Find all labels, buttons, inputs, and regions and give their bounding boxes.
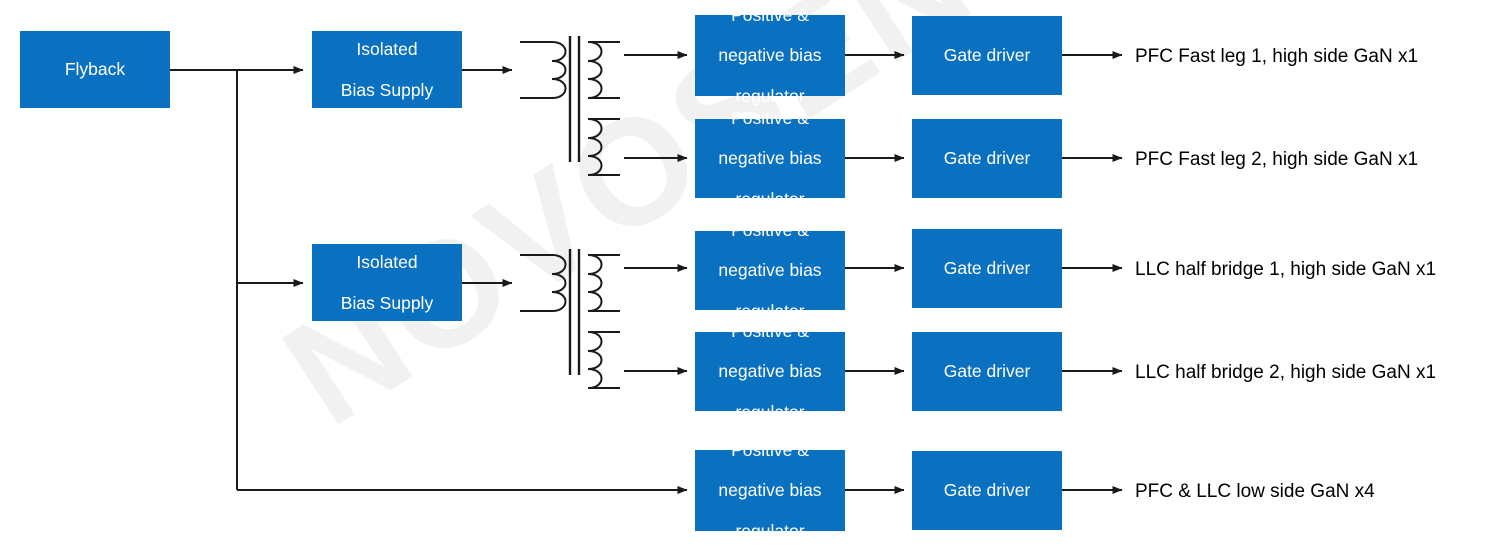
block-regulator-5[interactable]: Positive & negative bias regulator	[695, 440, 845, 541]
regulator-5-line2: negative bias	[718, 480, 822, 501]
block-gate-driver-2[interactable]: Gate driver	[912, 119, 1062, 198]
ibs1-line1: Isolated	[356, 39, 418, 60]
regulator-4-line3: regulator	[735, 401, 805, 422]
output-label-4: LLC half bridge 2, high side GaN x1	[1135, 362, 1437, 383]
block-regulator-3[interactable]: Positive & negative bias regulator	[695, 220, 845, 321]
block-regulator-2[interactable]: Positive & negative bias regulator	[695, 108, 845, 209]
block-gate-driver-4[interactable]: Gate driver	[912, 332, 1062, 411]
output-label-3: LLC half bridge 1, high side GaN x1	[1135, 259, 1437, 280]
regulator-3-line2: negative bias	[718, 260, 822, 281]
block-regulator-1-text: Positive & negative bias regulator	[695, 5, 845, 106]
block-isolated-bias-supply-2-text: Isolated Bias Supply	[312, 252, 462, 313]
block-gate-driver-5[interactable]: Gate driver	[912, 451, 1062, 530]
regulator-2-line2: negative bias	[718, 148, 822, 169]
output-label-1: PFC Fast leg 1, high side GaN x1	[1135, 46, 1419, 67]
block-regulator-3-text: Positive & negative bias regulator	[695, 220, 845, 321]
block-regulator-4-text: Positive & negative bias regulator	[695, 321, 845, 422]
gate-driver-5-label: Gate driver	[943, 480, 1031, 501]
regulator-1-line1: Positive &	[731, 4, 809, 25]
gate-driver-1-label: Gate driver	[943, 45, 1031, 66]
regulator-4-line2: negative bias	[718, 361, 822, 382]
output-label-5: PFC & LLC low side GaN x4	[1135, 481, 1375, 502]
transformer2-secondary2-coil	[587, 331, 603, 389]
block-regulator-5-text: Positive & negative bias regulator	[695, 440, 845, 541]
gate-driver-4-label: Gate driver	[943, 361, 1031, 382]
block-isolated-bias-supply-1[interactable]: Isolated Bias Supply	[312, 31, 462, 108]
regulator-1-line3: regulator	[735, 85, 805, 106]
regulator-4-line1: Positive &	[731, 320, 809, 341]
block-flyback-label: Flyback	[64, 59, 126, 80]
block-isolated-bias-supply-1-text: Isolated Bias Supply	[312, 39, 462, 100]
regulator-3-line1: Positive &	[731, 219, 809, 240]
regulator-5-line1: Positive &	[731, 439, 809, 460]
transformer2-secondary1-coil	[587, 254, 603, 312]
transformer1-secondary2-coil	[587, 118, 603, 176]
block-gate-driver-1[interactable]: Gate driver	[912, 16, 1062, 95]
ibs2-line1: Isolated	[356, 252, 418, 273]
regulator-2-line1: Positive &	[731, 107, 809, 128]
ibs1-line2: Bias Supply	[340, 79, 434, 100]
transformer1-primary-coil	[551, 41, 567, 99]
ibs2-line2: Bias Supply	[340, 292, 434, 313]
regulator-3-line3: regulator	[735, 300, 805, 321]
regulator-1-line2: negative bias	[718, 45, 822, 66]
regulator-5-line3: regulator	[735, 520, 805, 541]
block-regulator-2-text: Positive & negative bias regulator	[695, 108, 845, 209]
block-regulator-1[interactable]: Positive & negative bias regulator	[695, 5, 845, 106]
block-flyback[interactable]: Flyback	[20, 31, 170, 108]
block-gate-driver-3[interactable]: Gate driver	[912, 229, 1062, 308]
gate-driver-2-label: Gate driver	[943, 148, 1031, 169]
transformer1-secondary1-coil	[587, 41, 603, 99]
regulator-2-line3: regulator	[735, 188, 805, 209]
transformer2-primary-coil	[551, 254, 567, 312]
block-isolated-bias-supply-2[interactable]: Isolated Bias Supply	[312, 244, 462, 321]
output-label-2: PFC Fast leg 2, high side GaN x1	[1135, 149, 1419, 170]
block-regulator-4[interactable]: Positive & negative bias regulator	[695, 321, 845, 422]
gate-driver-3-label: Gate driver	[943, 258, 1031, 279]
